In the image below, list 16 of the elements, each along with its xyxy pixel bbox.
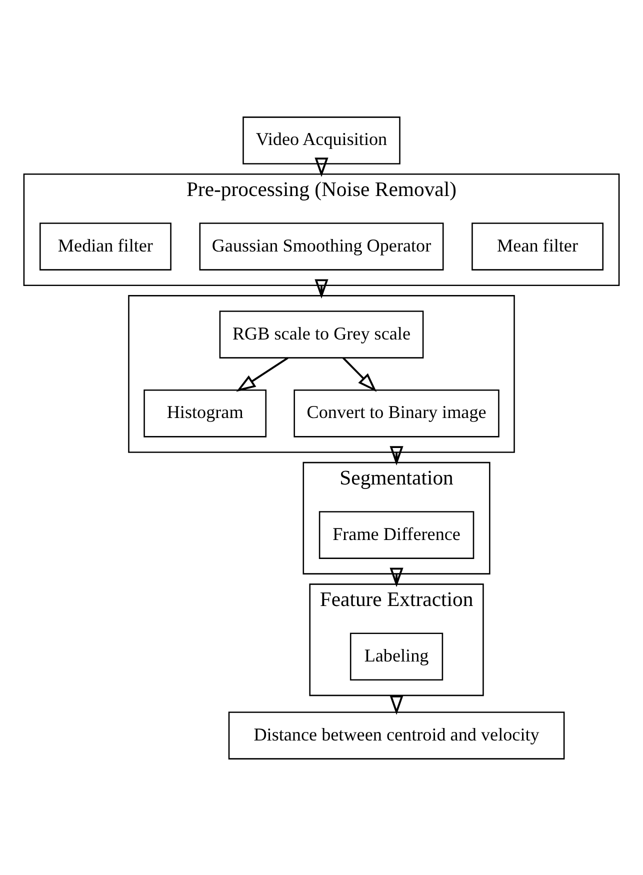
node-box: Gaussian Smoothing Operator (199, 222, 444, 270)
arrow (390, 446, 404, 466)
node-box: Median filter (39, 222, 172, 270)
node-box: RGB scale to Grey scale (219, 310, 424, 358)
arrow (314, 157, 328, 177)
cluster (128, 294, 515, 452)
node-box: Distance between centroid and velocity (228, 711, 565, 759)
arrow (342, 356, 377, 392)
node-box: Labeling (350, 632, 444, 680)
node-box: Histogram (144, 388, 267, 437)
node-box: Frame Difference (318, 510, 474, 558)
node-box: Convert to Binary image (294, 388, 500, 437)
arrow (236, 356, 288, 392)
node-box: Mean filter (472, 222, 604, 270)
arrow (390, 567, 404, 587)
arrow (314, 278, 328, 298)
